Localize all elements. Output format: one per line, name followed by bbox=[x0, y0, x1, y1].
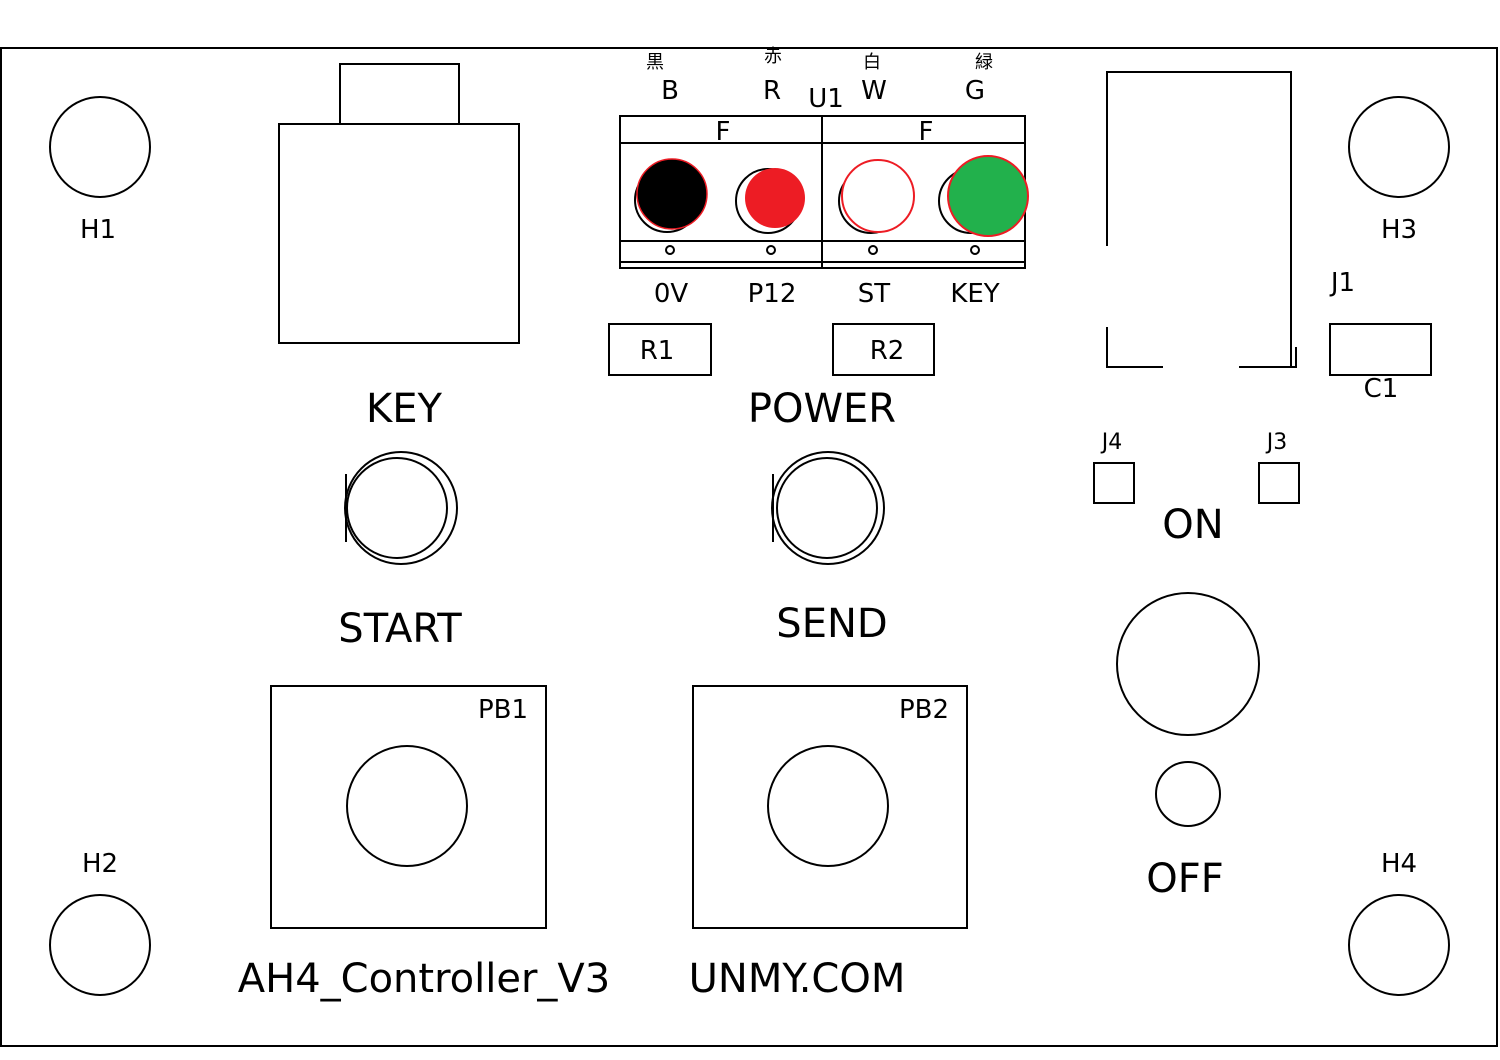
switch-label-off: OFF bbox=[1146, 856, 1224, 902]
resistor-label-r2: R2 bbox=[870, 336, 905, 366]
wire-letter-g: G bbox=[965, 76, 985, 106]
led-caption-start: START bbox=[338, 606, 462, 652]
mount-hole-h2 bbox=[49, 894, 151, 996]
signal-label-p12: P12 bbox=[748, 279, 797, 309]
board-outline bbox=[0, 47, 1498, 1047]
wire-letter-r: R bbox=[763, 76, 781, 106]
wire-kanji-black: 黒 bbox=[646, 52, 664, 73]
capacitor-label-c1: C1 bbox=[1364, 374, 1399, 404]
capacitor-c1 bbox=[1329, 323, 1432, 376]
led-footprint-power bbox=[771, 451, 885, 565]
pushbutton-hole-pb1 bbox=[346, 745, 468, 867]
j1-outline bbox=[1106, 71, 1297, 368]
jumper-label-j4: J4 bbox=[1100, 430, 1123, 455]
block-label-f-left: F bbox=[716, 117, 731, 147]
wire-kanji-red: 赤 bbox=[764, 46, 782, 67]
resistor-r2 bbox=[832, 323, 935, 376]
led-footprint-key bbox=[344, 451, 458, 565]
jumper-label-j1: J1 bbox=[1329, 268, 1355, 298]
switch-footprint bbox=[1116, 592, 1260, 736]
wire-kanji-green: 緑 bbox=[975, 52, 993, 73]
jumper-label-j3: J3 bbox=[1265, 430, 1288, 455]
mount-hole-h4 bbox=[1348, 894, 1450, 996]
connector-ref-u1: U1 bbox=[808, 84, 844, 114]
switch-label-on: ON bbox=[1162, 502, 1223, 548]
jumper-pad-j3 bbox=[1258, 462, 1300, 504]
hole-label-h2: H2 bbox=[82, 849, 118, 879]
wire-dot-red bbox=[745, 168, 805, 228]
project-name: AH4_Controller_V3 bbox=[238, 956, 610, 1002]
wire-letter-w: W bbox=[861, 76, 887, 106]
site-name: UNMY.COM bbox=[689, 956, 906, 1002]
mount-hole-h3 bbox=[1348, 96, 1450, 198]
wire-dot-white bbox=[841, 159, 915, 233]
hole-label-h3: H3 bbox=[1381, 215, 1417, 245]
led-caption-send: SEND bbox=[776, 601, 887, 647]
signal-label-key: KEY bbox=[950, 279, 999, 309]
wire-dot-green bbox=[947, 155, 1029, 237]
pushbutton-pb1 bbox=[270, 685, 547, 929]
connector-u1: 黒 赤 白 緑 B R U1 W G F F 0V P12 ST KE bbox=[619, 46, 1029, 309]
led-label-key: KEY bbox=[366, 386, 443, 432]
dc-jack-footprint bbox=[278, 63, 520, 344]
led-label-power: POWER bbox=[748, 386, 896, 432]
signal-label-0v: 0V bbox=[654, 279, 689, 309]
mount-hole-h1 bbox=[49, 96, 151, 198]
pushbutton-label-pb1: PB1 bbox=[478, 695, 528, 725]
signal-label-st: ST bbox=[858, 279, 891, 309]
pushbutton-hole-pb2 bbox=[767, 745, 889, 867]
switch-hole-small bbox=[1155, 761, 1221, 827]
resistor-r1 bbox=[608, 323, 712, 376]
wire-letter-b: B bbox=[661, 76, 679, 106]
jumper-pad-j4 bbox=[1093, 462, 1135, 504]
pushbutton-label-pb2: PB2 bbox=[899, 695, 949, 725]
hole-label-h1: H1 bbox=[80, 215, 116, 245]
pushbutton-pb2 bbox=[692, 685, 968, 929]
wire-kanji-white: 白 bbox=[863, 52, 881, 73]
resistor-label-r1: R1 bbox=[640, 336, 675, 366]
hole-label-h4: H4 bbox=[1381, 849, 1417, 879]
wire-dot-black bbox=[636, 158, 708, 230]
block-label-f-right: F bbox=[919, 117, 934, 147]
